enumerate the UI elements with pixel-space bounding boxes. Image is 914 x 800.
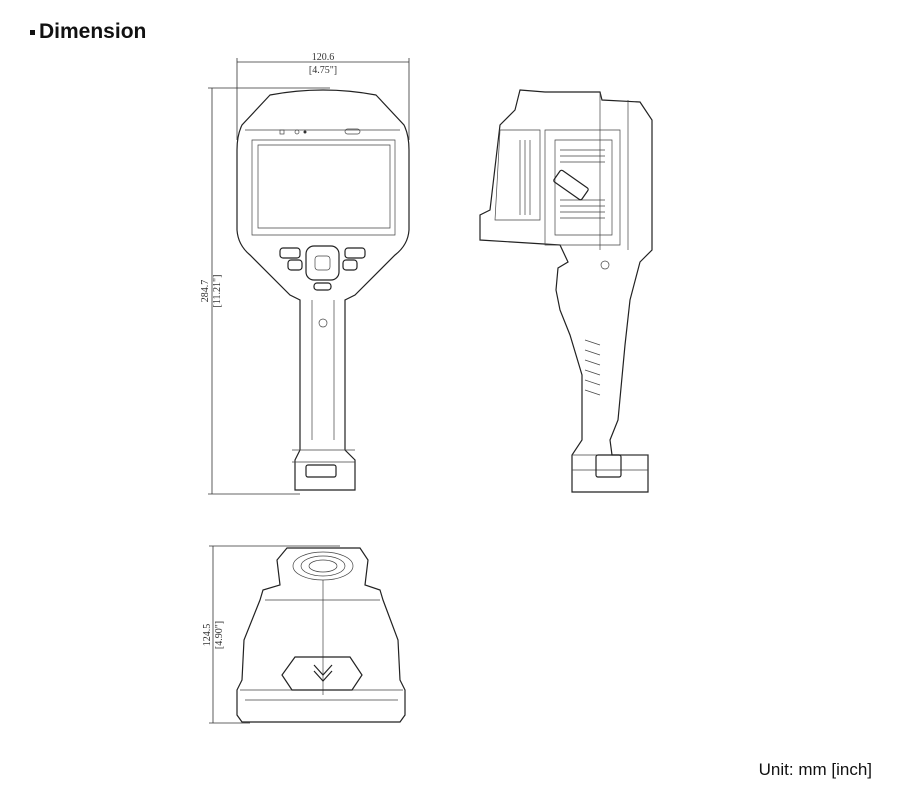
section-title: Dimension [30, 20, 146, 44]
width-mm: 120.6 [312, 52, 335, 63]
bottom-view: 124.5 [4.90"] [202, 545, 406, 724]
height-mm: 284.7 [200, 280, 211, 303]
depth-inch: [4.90"] [214, 621, 225, 649]
side-view [479, 89, 653, 493]
front-view: 120.6 [4.75"] 284.7 [11.21"] [200, 52, 410, 495]
depth-mm: 124.5 [202, 624, 213, 647]
height-inch: [11.21"] [212, 275, 223, 308]
bullet-icon [30, 29, 35, 35]
title-text: Dimension [39, 20, 147, 43]
unit-label: Unit: mm [inch] [758, 760, 872, 779]
width-inch: [4.75"] [309, 65, 337, 76]
